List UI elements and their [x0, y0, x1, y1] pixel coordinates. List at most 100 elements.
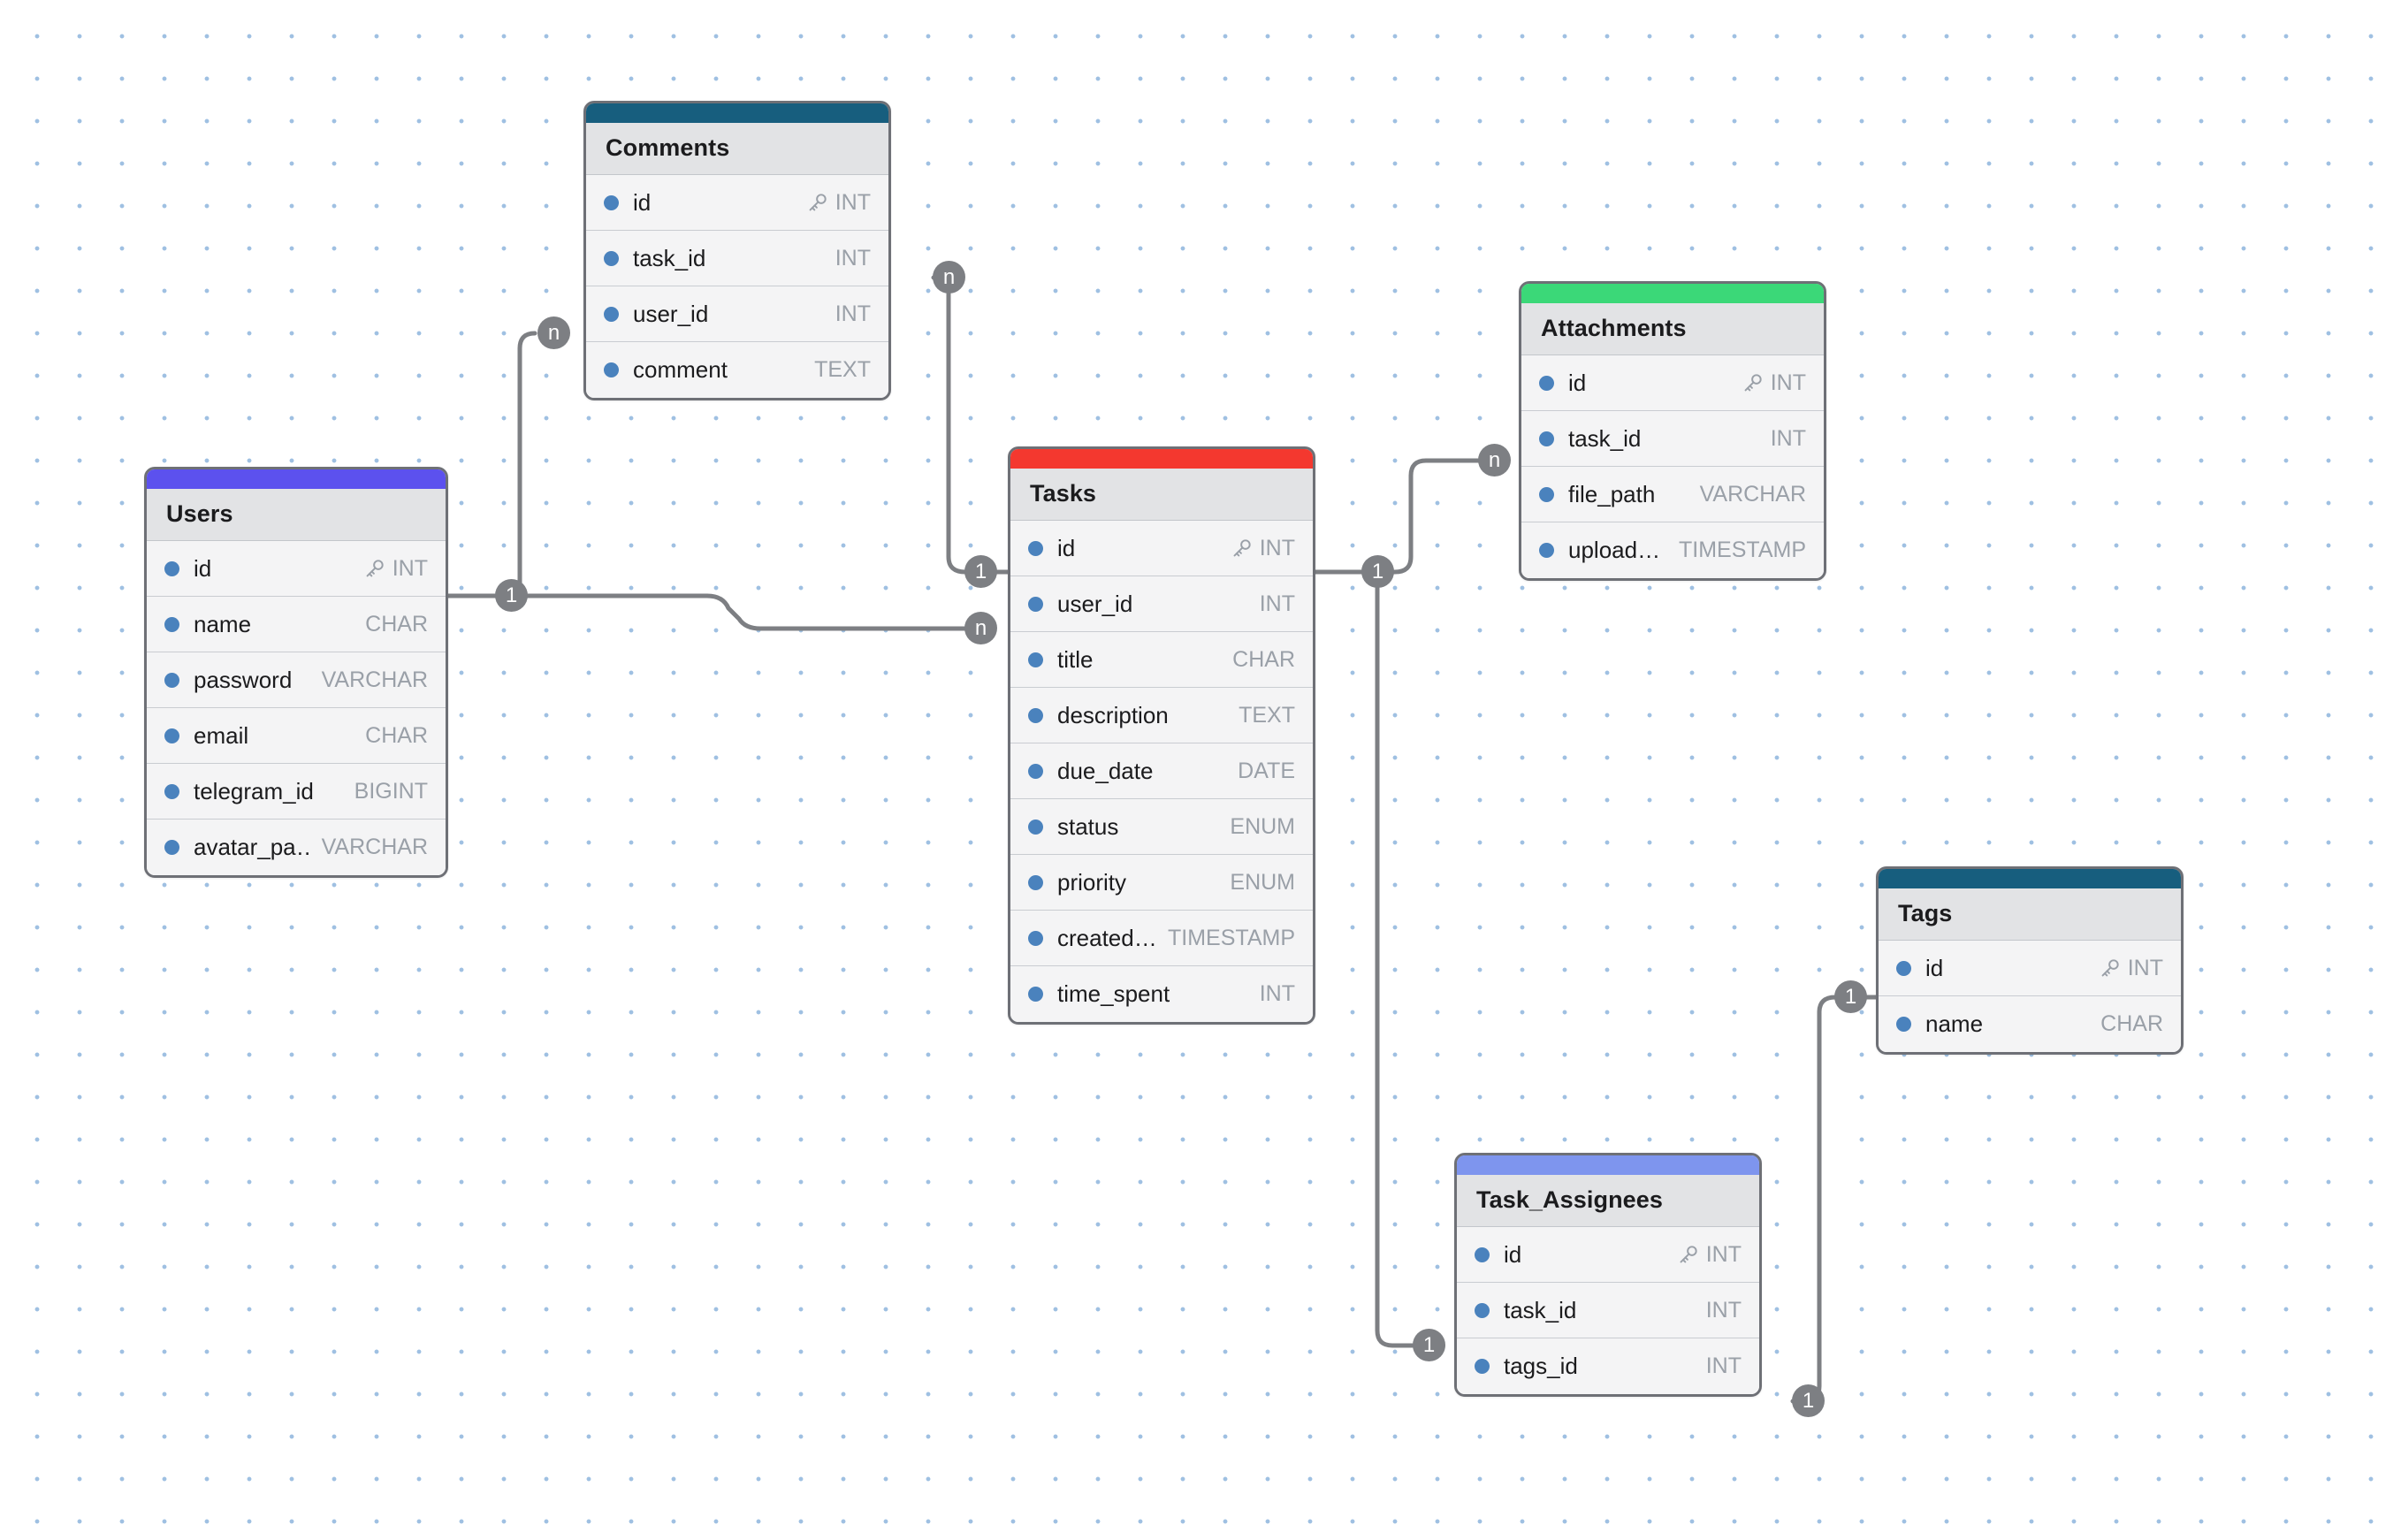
field-row-users-avatar-pa[interactable]: avatar_pa… VARCHAR	[147, 820, 446, 876]
field-type: CHAR	[1232, 646, 1295, 672]
field-type: INT	[392, 555, 428, 581]
field-meta: INT	[1706, 1298, 1742, 1323]
field-bullet-icon	[1475, 1359, 1490, 1375]
field-meta: BIGINT	[354, 779, 428, 804]
link-tasks-comments	[931, 275, 1010, 575]
badge-task-assignees-task-id-1[interactable]: 1	[1413, 1329, 1445, 1361]
field-bullet-icon	[164, 560, 179, 576]
field-bullet-icon	[164, 616, 179, 632]
field-bullet-icon	[604, 250, 619, 266]
field-bullet-icon	[164, 783, 179, 799]
badge-tasks-id-comments-1[interactable]: 1	[964, 555, 997, 588]
field-bullet-icon	[1539, 375, 1554, 391]
field-name: tags_id	[1504, 1353, 1578, 1380]
link-tasks-attachments	[1313, 458, 1482, 575]
primary-key-icon	[1744, 374, 1762, 392]
field-meta: CHAR	[1232, 647, 1295, 673]
field-meta: INT	[1260, 981, 1295, 1007]
field-name: due_date	[1057, 757, 1154, 784]
badge-task-assignees-tags-id-1[interactable]: 1	[1792, 1384, 1825, 1417]
field-meta: ENUM	[1230, 870, 1295, 896]
field-meta: INT	[806, 190, 871, 216]
table-accent-bar	[1457, 1155, 1759, 1175]
field-bullet-icon	[1539, 431, 1554, 446]
badge-comments-task-id-n[interactable]: n	[933, 261, 965, 294]
field-row-tasks-created[interactable]: created…TIMESTAMP	[1010, 911, 1313, 967]
field-type: ENUM	[1230, 869, 1295, 895]
field-type: INT	[1705, 1241, 1742, 1267]
field-meta: VARCHAR	[1700, 482, 1806, 507]
field-bullet-icon	[604, 362, 619, 378]
field-type: CHAR	[365, 611, 428, 637]
field-type: VARCHAR	[321, 835, 428, 860]
field-bullet-icon	[1028, 987, 1043, 1003]
field-name: avatar_pa…	[194, 834, 313, 861]
badge-tasks-id-right-1[interactable]: 1	[1361, 555, 1394, 588]
table-title: Attachments	[1521, 303, 1824, 356]
field-name: password	[194, 666, 293, 693]
field-row-tasks-due-date[interactable]: due_date DATE	[1010, 743, 1313, 800]
field-type: INT	[835, 189, 871, 215]
badge-comments-user-id-n[interactable]: n	[537, 316, 570, 349]
field-bullet-icon	[1028, 596, 1043, 612]
field-name: comment	[633, 356, 728, 384]
field-bullet-icon	[1539, 543, 1554, 559]
table-accent-bar	[147, 469, 446, 489]
field-type: TIMESTAMP	[1679, 537, 1806, 563]
field-bullet-icon	[1896, 960, 1911, 976]
field-meta: TIMESTAMP	[1679, 537, 1806, 563]
field-name: user_id	[633, 300, 709, 327]
field-name: id	[1504, 1240, 1522, 1268]
field-row-task-assignees-id[interactable]: id INT	[1457, 1227, 1759, 1284]
field-row-tasks-user-id[interactable]: user_id INT	[1010, 576, 1313, 633]
field-meta: DATE	[1238, 759, 1295, 784]
badge-users-id-1[interactable]: 1	[495, 579, 528, 612]
field-name: user_id	[1057, 590, 1133, 617]
field-type: INT	[1705, 1297, 1742, 1323]
field-type: CHAR	[2100, 1011, 2163, 1037]
field-meta: INT	[1771, 426, 1806, 452]
field-row-attachments-file-path[interactable]: file_path VARCHAR	[1521, 467, 1824, 523]
badge-tags-id-1[interactable]: 1	[1834, 980, 1867, 1013]
field-name: file_path	[1568, 480, 1656, 507]
field-row-attachments-upload[interactable]: upload…TIMESTAMP	[1521, 522, 1824, 579]
field-type: VARCHAR	[1699, 481, 1806, 507]
field-name: id	[1568, 369, 1587, 396]
badge-attachments-task-id-n[interactable]: n	[1478, 444, 1511, 476]
field-type: BIGINT	[354, 778, 428, 804]
field-type: INT	[1259, 591, 1295, 616]
badge-tasks-user-id-n[interactable]: n	[964, 612, 997, 644]
field-type: ENUM	[1230, 813, 1295, 839]
field-bullet-icon	[1028, 819, 1043, 835]
field-meta: INT	[1231, 536, 1295, 561]
field-type: INT	[1259, 981, 1295, 1007]
